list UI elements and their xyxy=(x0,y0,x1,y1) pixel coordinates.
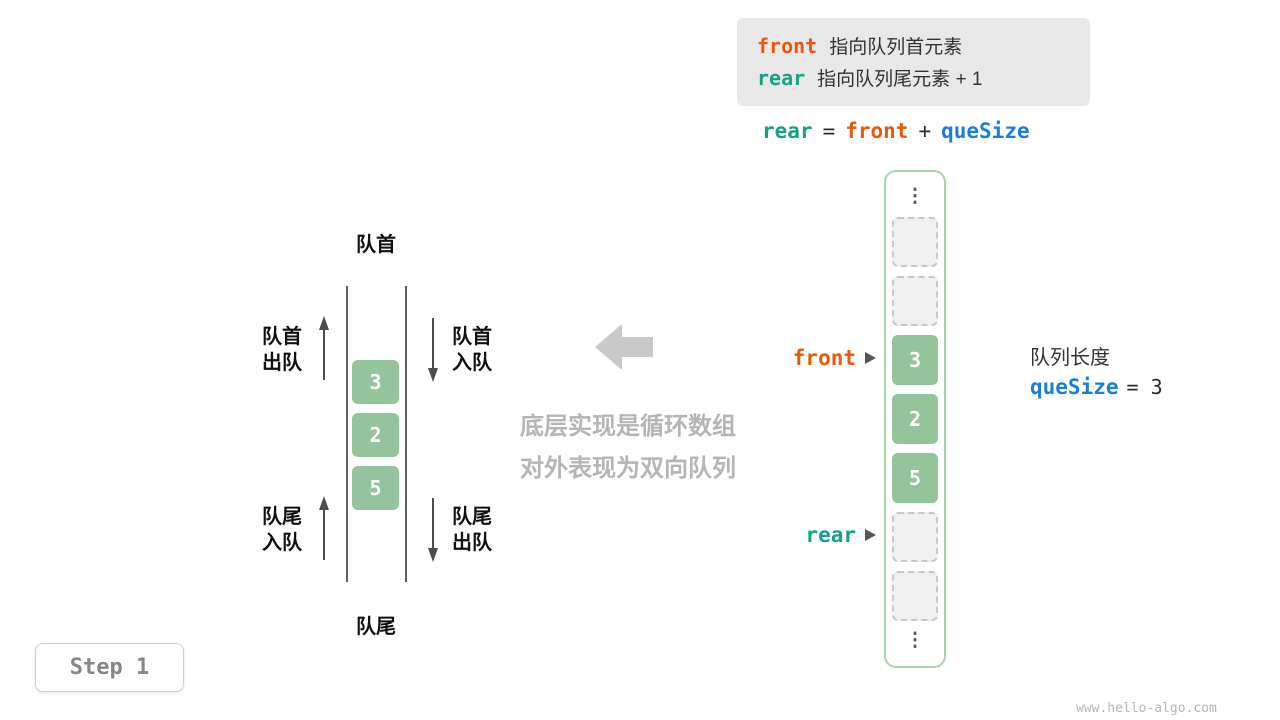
down-arrow-icon xyxy=(428,318,438,382)
front-pointer-label: front xyxy=(792,346,856,370)
formula-equals: = xyxy=(822,119,836,143)
array-cell xyxy=(892,276,938,326)
ellipsis-icon: ⋮ xyxy=(905,186,925,207)
rear-keyword: rear xyxy=(757,66,806,90)
head-dequeue-line2: 出队 xyxy=(262,352,302,374)
formula-quesize: queSize xyxy=(941,119,1030,143)
deque-tail-label: 队尾 xyxy=(356,616,396,638)
formula-rear: rear xyxy=(762,119,813,143)
queue-length-value: queSize = 3 xyxy=(1030,375,1163,400)
array-cell xyxy=(892,217,938,267)
head-enqueue-label: 队首 入队 xyxy=(452,324,514,376)
quesize-keyword: queSize xyxy=(1030,375,1119,399)
deque-cell: 5 xyxy=(352,466,399,510)
pointer-arrow-icon xyxy=(865,352,876,364)
array-cell: 3 xyxy=(892,335,938,385)
legend-box: front 指向队列首元素 rear 指向队列尾元素 + 1 xyxy=(737,18,1090,106)
tail-enqueue-label: 队尾 入队 xyxy=(240,504,302,556)
left-block-arrow-icon xyxy=(595,324,653,370)
tail-dequeue-line2: 出队 xyxy=(452,532,492,554)
front-description: 指向队列首元素 xyxy=(829,37,963,58)
tail-enqueue-line2: 入队 xyxy=(262,532,302,554)
front-keyword: front xyxy=(757,34,818,58)
pointer-arrow-icon xyxy=(865,529,876,541)
up-arrow-icon xyxy=(319,316,329,380)
tail-enqueue-line1: 队尾 xyxy=(262,506,302,528)
queue-length-label: 队列长度 xyxy=(1030,347,1110,369)
formula: rear = front + queSize xyxy=(762,119,1040,143)
tail-dequeue-line1: 队尾 xyxy=(452,506,492,528)
head-enqueue-line1: 队首 xyxy=(452,326,492,348)
deque-cell: 2 xyxy=(352,413,399,457)
deque-left-rail xyxy=(346,286,348,582)
step-badge[interactable]: Step 1 xyxy=(35,643,184,692)
head-enqueue-line2: 入队 xyxy=(452,352,492,374)
down-arrow-icon xyxy=(428,498,438,562)
rear-description: 指向队列尾元素 + 1 xyxy=(817,69,983,90)
head-dequeue-label: 队首 出队 xyxy=(240,324,302,376)
deque-cell: 3 xyxy=(352,360,399,404)
formula-plus: + xyxy=(918,119,932,143)
watermark: www.hello-algo.com xyxy=(1076,701,1217,716)
array-cell: 2 xyxy=(892,394,938,444)
quesize-value: = 3 xyxy=(1126,375,1163,399)
ellipsis-icon: ⋮ xyxy=(905,630,925,651)
implementation-note-line1: 底层实现是循环数组 xyxy=(520,413,736,440)
tail-dequeue-label: 队尾 出队 xyxy=(452,504,514,556)
legend-line-front: front 指向队列首元素 xyxy=(757,31,1070,63)
array-cell: 5 xyxy=(892,453,938,503)
array-cell xyxy=(892,512,938,562)
rear-pointer: rear xyxy=(700,522,876,548)
circular-array: ⋮ 3 2 5 ⋮ xyxy=(884,170,946,668)
formula-front: front xyxy=(845,119,909,143)
up-arrow-icon xyxy=(319,496,329,560)
head-dequeue-line1: 队首 xyxy=(262,326,302,348)
legend-line-rear: rear 指向队列尾元素 + 1 xyxy=(757,63,1070,95)
rear-pointer-label: rear xyxy=(805,523,856,547)
array-cell xyxy=(892,571,938,621)
implementation-note-line2: 对外表现为双向队列 xyxy=(520,455,736,482)
deque-right-rail xyxy=(405,286,407,582)
implementation-note: 底层实现是循环数组 对外表现为双向队列 xyxy=(498,406,758,490)
deque-head-label: 队首 xyxy=(356,234,396,256)
front-pointer: front xyxy=(700,345,876,371)
